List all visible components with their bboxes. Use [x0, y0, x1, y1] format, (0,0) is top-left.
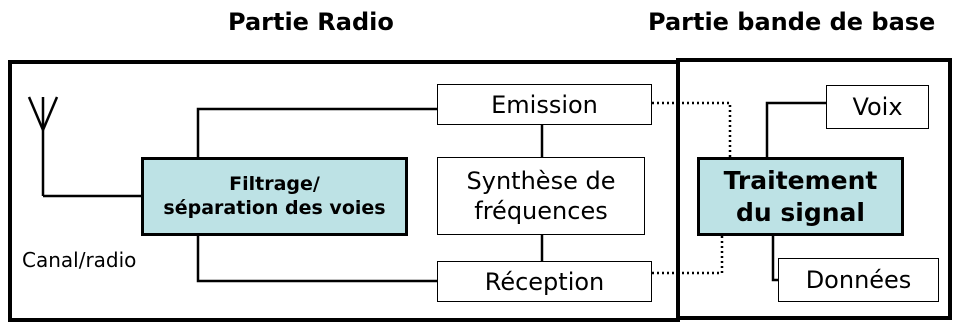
frequency-synthesis-label: Synthèse de fréquences — [466, 167, 616, 225]
antenna-icon — [27, 96, 141, 198]
dotted-links — [652, 101, 732, 275]
channel-label: Canal/radio — [22, 248, 137, 272]
data-block: Données — [778, 258, 939, 302]
frequency-synthesis-block: Synthèse de fréquences — [437, 157, 645, 235]
filtering-label: Filtrage/ séparation des voies — [163, 172, 386, 219]
data-label: Données — [805, 266, 912, 294]
baseband-part-heading: Partie bande de base — [648, 8, 936, 36]
emission-label: Emission — [491, 90, 598, 119]
emission-block: Emission — [437, 84, 652, 125]
voice-block: Voix — [826, 85, 929, 129]
radio-part-heading: Partie Radio — [228, 8, 394, 36]
signal-processing-block: Traitement du signal — [697, 157, 904, 236]
radio-frame — [8, 60, 680, 322]
voice-label: Voix — [852, 93, 903, 121]
solid-links — [196, 101, 826, 283]
reception-label: Réception — [484, 267, 605, 296]
filtering-block: Filtrage/ séparation des voies — [141, 157, 408, 236]
reception-block: Réception — [437, 261, 652, 302]
signal-processing-label: Traitement du signal — [723, 166, 878, 227]
